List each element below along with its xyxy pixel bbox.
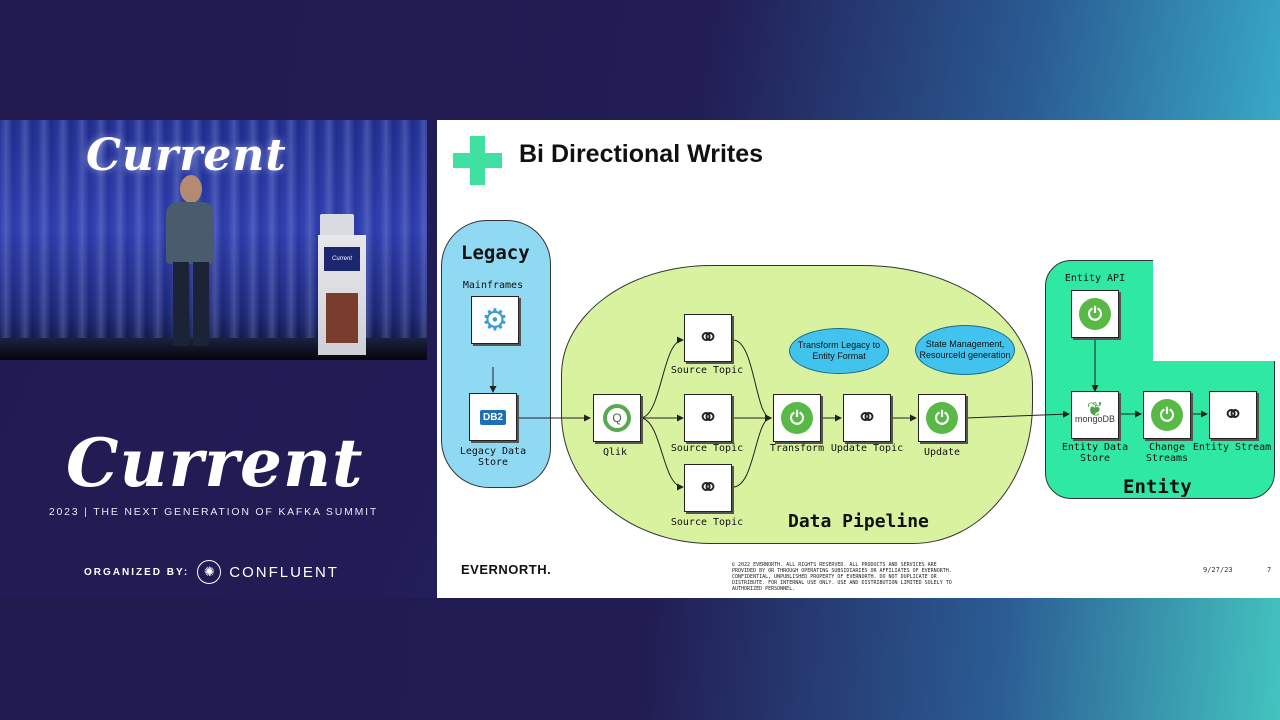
update-label: Update <box>923 447 961 458</box>
state-note-bubble: State Management, ResourceId generation <box>915 325 1015 375</box>
change-streams-label: Change Streams <box>1145 442 1189 464</box>
spring-icon: ⏻ <box>926 402 958 434</box>
podium: Current <box>318 235 366 355</box>
qlik-icon: Q <box>603 404 631 432</box>
legacy-store-label: Legacy Data Store <box>459 446 527 468</box>
update-node: ⏻ <box>918 394 966 442</box>
entity-group-label: Entity <box>1123 476 1192 498</box>
source-topic-node-2: ⚭ <box>684 394 732 442</box>
kafka-icon: ⚭ <box>697 403 719 433</box>
presentation-slide: Bi Directional Writes Legacy Data <box>437 120 1280 598</box>
podium-panel <box>326 293 358 343</box>
slide-date: 9/27/23 <box>1203 566 1233 574</box>
flow-arrows <box>489 336 1208 491</box>
kafka-icon: ⚭ <box>697 473 719 503</box>
update-topic-label: Update Topic <box>830 443 904 454</box>
qlik-node: Q <box>593 394 641 442</box>
slide-page-number: 7 <box>1267 566 1272 574</box>
top-background <box>0 0 1280 120</box>
laptop <box>320 214 354 236</box>
source-topic-label-3: Source Topic <box>670 517 744 528</box>
kafka-icon: ⚭ <box>697 323 719 353</box>
entity-group-notch <box>1153 249 1280 361</box>
source-topic-label-2: Source Topic <box>670 443 744 454</box>
organized-by-label: ORGANIZED BY: <box>84 566 190 578</box>
legacy-store-node: DB2 <box>469 393 517 441</box>
source-topic-node-3: ⚭ <box>684 464 732 512</box>
legacy-group-label: Legacy <box>461 242 530 264</box>
speaker-video: Current Current <box>0 120 427 360</box>
entity-store-label: Entity Data Store <box>1061 442 1129 464</box>
source-topic-label-1: Source Topic <box>670 365 744 376</box>
legacy-group <box>441 220 551 488</box>
mongodb-icon: ❦mongoDB <box>1074 399 1116 424</box>
bottom-background <box>0 598 1280 720</box>
mainframes-label: Mainframes <box>462 280 524 291</box>
stage-logo: Current <box>86 130 287 181</box>
speaker-legs <box>173 262 209 346</box>
speaker-torso <box>166 202 214 264</box>
transform-note-bubble: Transform Legacy to Entity Format <box>789 328 889 374</box>
legal-notice: © 2022 EVERNORTH. ALL RIGHTS RESERVED. A… <box>732 562 952 592</box>
speaker <box>160 175 230 350</box>
qlik-label: Qlik <box>602 447 628 458</box>
gear-icon: ⚙ <box>481 303 509 337</box>
update-topic-node: ⚭ <box>843 394 891 442</box>
spring-icon: ⏻ <box>1079 298 1111 330</box>
spring-icon: ⏻ <box>1151 399 1183 431</box>
mainframes-node: ⚙ <box>471 296 519 344</box>
confluent-icon: ✺ <box>197 560 222 584</box>
spring-icon: ⏻ <box>781 402 813 434</box>
organizer-name: CONFLUENT <box>229 563 339 581</box>
entity-store-node: ❦mongoDB <box>1071 391 1119 439</box>
conference-subtitle: 2023 | THE NEXT GENERATION OF KAFKA SUMM… <box>48 506 379 518</box>
podium-sign: Current <box>324 247 360 271</box>
speaker-head <box>180 175 202 203</box>
conference-logo: Current <box>66 424 364 502</box>
entity-stream-node: ⚭ <box>1209 391 1257 439</box>
source-topic-node-1: ⚭ <box>684 314 732 362</box>
kafka-icon: ⚭ <box>856 403 878 433</box>
kafka-icon: ⚭ <box>1222 400 1244 430</box>
plus-icon <box>453 136 502 185</box>
entity-stream-label: Entity Stream <box>1192 442 1272 453</box>
transform-label: Transform <box>769 443 825 454</box>
organizer-line: ORGANIZED BY: ✺ CONFLUENT <box>84 560 339 584</box>
transform-node: ⏻ <box>773 394 821 442</box>
slide-title: Bi Directional Writes <box>519 140 764 168</box>
change-streams-node: ⏻ <box>1143 391 1191 439</box>
evernorth-logo: EVERNORTH. <box>461 562 552 577</box>
db2-icon: DB2 <box>479 409 506 425</box>
entity-api-node: ⏻ <box>1071 290 1119 338</box>
entity-api-label: Entity API <box>1064 273 1126 284</box>
pipeline-group-label: Data Pipeline <box>788 511 929 532</box>
